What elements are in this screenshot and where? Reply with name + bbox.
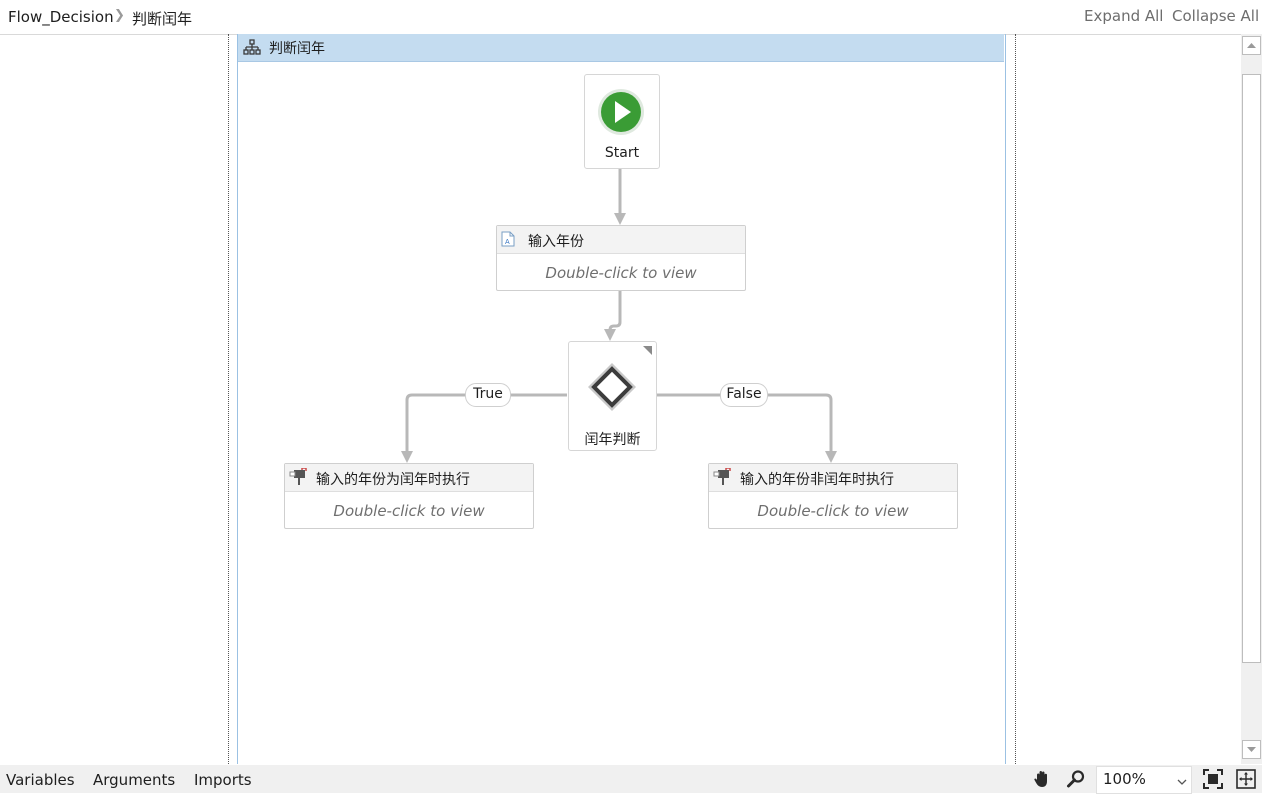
variables-tab[interactable]: Variables [6, 771, 75, 789]
imports-tab[interactable]: Imports [194, 771, 252, 789]
flowchart-icon [243, 39, 261, 61]
scroll-up-button[interactable] [1242, 36, 1261, 55]
activity-hint: Double-click to view [545, 264, 697, 282]
expand-all-button[interactable]: Expand All [1084, 7, 1164, 25]
decision-corner-marker [643, 346, 652, 355]
scroll-down-button[interactable] [1242, 740, 1261, 759]
arrowhead-true [401, 451, 413, 463]
collapse-all-button[interactable]: Collapse All [1172, 7, 1260, 25]
activity-header: 输入的年份为闰年时执行 [285, 464, 533, 492]
arguments-tab[interactable]: Arguments [93, 771, 176, 789]
pan-hand-icon[interactable] [1032, 769, 1052, 793]
start-play-icon [598, 89, 644, 135]
svg-text:A: A [505, 239, 510, 246]
true-branch-label[interactable]: True [465, 383, 511, 407]
scrollbar-thumb[interactable] [1242, 74, 1261, 663]
chevron-down-icon [1177, 773, 1187, 791]
flowchart-title: 判断闰年 [269, 41, 325, 57]
zoom-level-value: 100% [1103, 770, 1146, 788]
document-icon: A [501, 231, 515, 251]
zoom-level-select[interactable]: 100% [1096, 766, 1192, 794]
activity-header: A 输入年份 [497, 226, 745, 254]
designer-footer: Variables Arguments Imports 100% [0, 765, 1262, 794]
message-box-icon [713, 467, 733, 490]
breadcrumb-current[interactable]: 判断闰年 [132, 10, 193, 28]
decision-diamond-icon [588, 363, 636, 411]
flowchart-header[interactable]: 判断闰年 [238, 34, 1004, 62]
overview-map-icon[interactable] [1236, 769, 1256, 793]
fit-to-screen-icon[interactable] [1203, 769, 1223, 793]
activity-leap-year[interactable]: 输入的年份为闰年时执行 Double-click to view [284, 463, 534, 529]
false-branch-label[interactable]: False [720, 383, 768, 407]
designer-header: Flow_Decision ❯ 判断闰年 Expand All Collapse… [0, 0, 1262, 35]
connector-false-branch [656, 393, 833, 452]
zoom-search-icon[interactable] [1066, 769, 1086, 793]
connector-input-to-decision [608, 291, 622, 332]
start-node[interactable]: Start [584, 74, 660, 169]
activity-not-leap-year[interactable]: 输入的年份非闰年时执行 Double-click to view [708, 463, 958, 529]
activity-hint: Double-click to view [333, 502, 485, 520]
breadcrumb-chevron-icon: ❯ [114, 8, 125, 23]
decision-label: 闰年判断 [584, 432, 641, 448]
activity-title: 输入的年份非闰年时执行 [740, 472, 894, 488]
start-label: Start [604, 145, 640, 161]
workflow-canvas-border [228, 34, 1016, 764]
activity-title: 输入年份 [528, 234, 584, 250]
activity-input-year[interactable]: A 输入年份 Double-click to view [496, 225, 746, 291]
message-box-icon [289, 467, 309, 490]
vertical-scrollbar[interactable] [1241, 34, 1262, 764]
activity-header: 输入的年份非闰年时执行 [709, 464, 957, 492]
decision-node[interactable]: 闰年判断 [568, 341, 657, 451]
scroll-down-icon [1247, 747, 1256, 752]
connector-true-branch [405, 393, 567, 452]
flowchart-container[interactable] [237, 34, 1006, 764]
activity-title: 输入的年份为闰年时执行 [316, 472, 470, 488]
arrowhead-decision [604, 329, 616, 341]
arrowhead-false [825, 451, 837, 463]
breadcrumb-root[interactable]: Flow_Decision [8, 8, 114, 26]
activity-hint: Double-click to view [757, 502, 909, 520]
scroll-up-icon [1247, 43, 1256, 48]
arrowhead-input [614, 213, 626, 225]
